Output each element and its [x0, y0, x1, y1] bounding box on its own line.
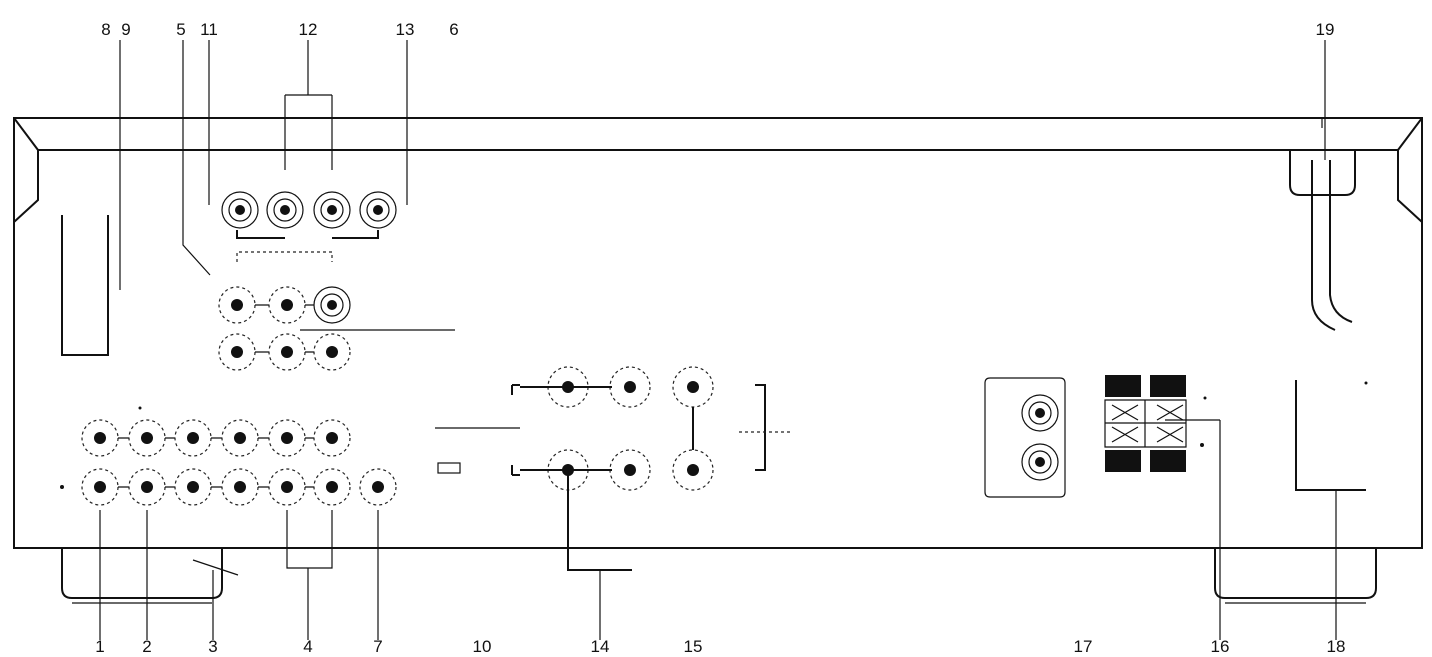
jack[interactable] — [672, 449, 714, 491]
jack[interactable] — [313, 419, 351, 457]
jack[interactable] — [359, 468, 397, 506]
callout-label: 7 — [373, 637, 382, 656]
jack[interactable] — [609, 449, 651, 491]
jack[interactable] — [218, 286, 256, 324]
callout-label: 3 — [208, 637, 217, 656]
jack[interactable] — [359, 191, 397, 229]
power-cord — [1289, 150, 1356, 331]
speaker-terminal[interactable] — [1150, 375, 1186, 397]
speaker-terminal[interactable] — [1105, 450, 1141, 472]
jack[interactable] — [268, 419, 306, 457]
right-jack-box — [984, 377, 1066, 498]
speaker-terminal[interactable] — [1105, 375, 1141, 397]
jack[interactable] — [268, 286, 306, 324]
callout-lines — [99, 40, 1337, 640]
top-jack-row — [221, 191, 397, 262]
callout-label: 4 — [303, 637, 312, 656]
callout-label: 11 — [200, 20, 218, 39]
callout-label: 6 — [449, 20, 458, 39]
jack[interactable] — [81, 419, 119, 457]
callout-label: 10 — [473, 637, 492, 656]
jack[interactable] — [313, 468, 351, 506]
speaker-terminals — [1104, 375, 1220, 472]
feet — [61, 548, 1377, 604]
callout-label: 17 — [1074, 637, 1093, 656]
jack[interactable] — [313, 286, 351, 324]
callout-label: 9 — [121, 20, 130, 39]
jack[interactable] — [313, 191, 351, 229]
label-plate — [61, 215, 109, 356]
middle-jack-block — [218, 286, 455, 371]
callout-label: 5 — [176, 20, 185, 39]
speaker-terminal[interactable] — [1150, 450, 1186, 472]
callout-label: 2 — [142, 637, 151, 656]
callout-label: 18 — [1327, 637, 1346, 656]
jack[interactable] — [266, 191, 304, 229]
lower-jack-rows — [60, 406, 397, 506]
jack[interactable] — [1021, 394, 1059, 432]
jack[interactable] — [218, 333, 256, 371]
jack[interactable] — [672, 366, 714, 408]
top-callouts: 8 9 5 11 12 13 6 19 — [101, 20, 1334, 39]
callout-label: 1 — [95, 637, 104, 656]
jack[interactable] — [174, 419, 212, 457]
callout-label: 15 — [684, 637, 703, 656]
jack[interactable] — [268, 468, 306, 506]
jack[interactable] — [268, 333, 306, 371]
bottom-callouts: 1 2 3 4 7 10 14 15 17 16 18 — [95, 637, 1345, 656]
jack[interactable] — [609, 366, 651, 408]
right-box — [1295, 380, 1368, 491]
jack[interactable] — [313, 333, 351, 371]
center-section — [435, 366, 790, 571]
jack[interactable] — [221, 468, 259, 506]
jack[interactable] — [221, 419, 259, 457]
jack[interactable] — [1021, 443, 1059, 481]
jack[interactable] — [128, 419, 166, 457]
callout-label: 13 — [396, 20, 415, 39]
chassis — [13, 117, 1423, 549]
selector-switch[interactable] — [437, 462, 461, 474]
callout-label: 16 — [1211, 637, 1230, 656]
jack[interactable] — [81, 468, 119, 506]
callout-label: 8 — [101, 20, 110, 39]
callout-label: 14 — [591, 637, 610, 656]
jack[interactable] — [174, 468, 212, 506]
jack[interactable] — [221, 191, 259, 229]
callout-label: 12 — [299, 20, 318, 39]
callout-label: 19 — [1316, 20, 1335, 39]
jack[interactable] — [128, 468, 166, 506]
